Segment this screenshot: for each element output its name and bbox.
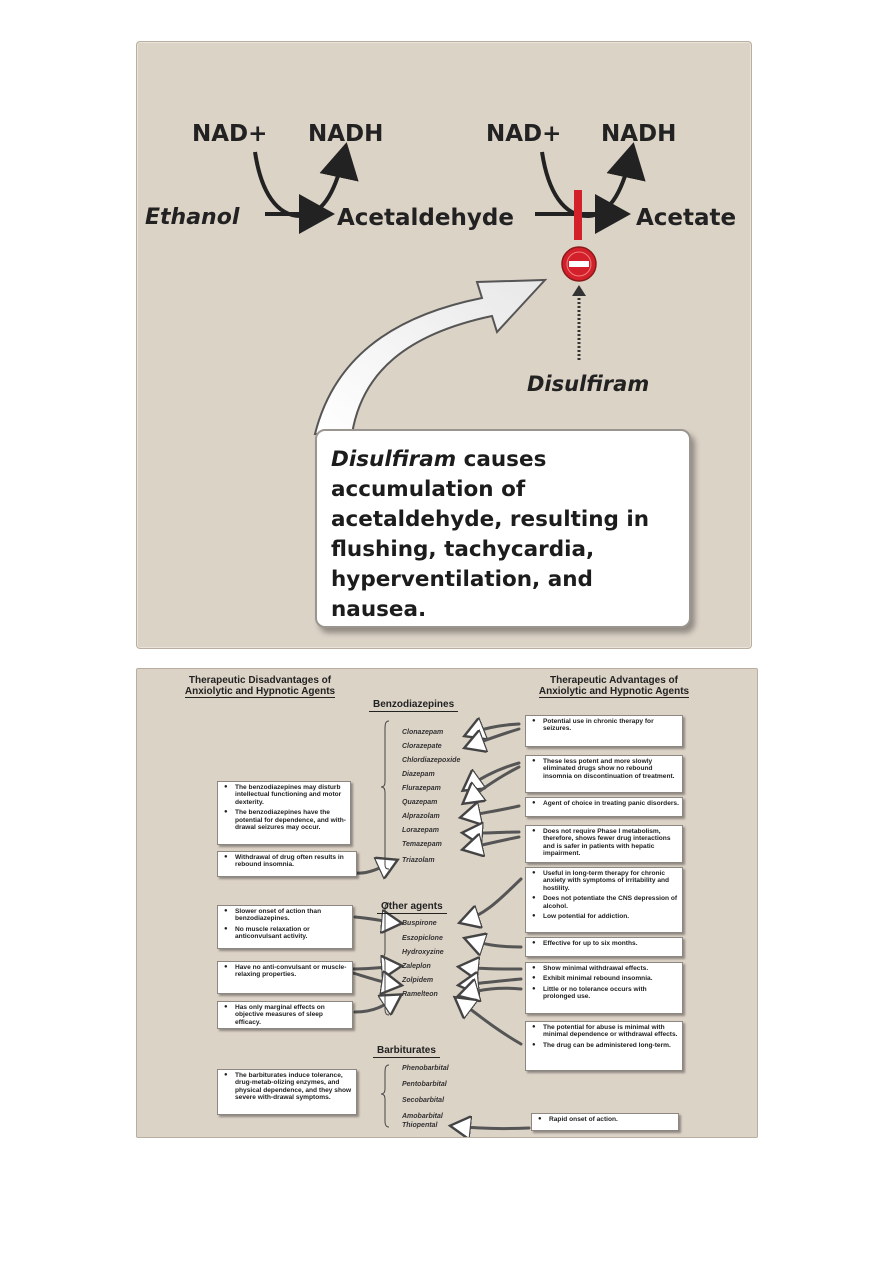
advantages-title-line2: Anxiolytic and Hypnotic Agents bbox=[538, 686, 690, 698]
advantage-item: These less potent and more slowly elimin… bbox=[531, 758, 679, 780]
advantage-box-thiopental: Rapid onset of action. bbox=[531, 1113, 679, 1131]
callout-body: causes accumulation of acetaldehyde, res… bbox=[331, 447, 650, 622]
advantage-item: Potential use in chronic therapy for sei… bbox=[531, 718, 679, 733]
disadvantage-box-ramelteon: Has only marginal effects on objective m… bbox=[217, 1001, 353, 1029]
drug-clorazepate: Clorazepate bbox=[402, 743, 442, 750]
drug-triazolam: Triazolam bbox=[402, 857, 435, 864]
advantage-item: Rapid onset of action. bbox=[537, 1116, 675, 1124]
nad-to-nadh-arrow-2 bbox=[540, 142, 646, 219]
advantages-header: Therapeutic Advantages of Anxiolytic and… bbox=[499, 675, 729, 698]
drug-phenobarbital: Phenobarbital bbox=[402, 1065, 449, 1072]
callout-drug: Disulfiram bbox=[331, 447, 457, 472]
drug-pentobarbital: Pentobarbital bbox=[402, 1081, 447, 1088]
advantage-box-buspirone: Useful in long-term therapy for chronic … bbox=[525, 867, 683, 933]
section-barbiturates: Barbiturates bbox=[373, 1045, 440, 1058]
disadvantage-item: Have no anti-convulsant or muscle-relaxi… bbox=[223, 964, 349, 979]
disulfiram-callout: Disulfiram causes accumulation of acetal… bbox=[315, 429, 691, 628]
drug-secobarbital: Secobarbital bbox=[402, 1097, 445, 1104]
advantage-item: Agent of choice in treating panic disord… bbox=[531, 800, 679, 808]
advantage-item: Effective for up to six months. bbox=[531, 940, 679, 948]
nad-plus-label-2: NAD+ bbox=[486, 121, 561, 147]
drug-eszopiclone: Eszopiclone bbox=[402, 935, 443, 942]
drug-temazepam: Temazepam bbox=[402, 841, 442, 848]
callout-arrow bbox=[313, 278, 548, 435]
section-benzodiazepines: Benzodiazepines bbox=[369, 699, 459, 712]
advantages-title-line1: Therapeutic Advantages of bbox=[550, 675, 678, 686]
drug-zaleplon: Zaleplon bbox=[402, 963, 431, 970]
advantage-item: Little or no tolerance occurs with prolo… bbox=[531, 986, 679, 1001]
disadvantage-box-barbiturates: The barbiturates induce tolerance, drug-… bbox=[217, 1069, 357, 1115]
advantage-box-eszopiclone: Effective for up to six months. bbox=[525, 937, 683, 957]
advantage-item: Exhibit minimal rebound insomnia. bbox=[531, 975, 679, 983]
disulfiram-mechanism-panel: NAD+ NADH NAD+ NADH Ethanol Acetaldehyde… bbox=[136, 41, 752, 649]
disadvantage-box-zaleplon-zolpidem: Have no anti-convulsant or muscle-relaxi… bbox=[217, 961, 353, 994]
drug-hydroxyzine: Hydroxyzine bbox=[402, 949, 444, 956]
nad-to-nadh-arrow-1 bbox=[253, 142, 359, 219]
section-other-agents: Other agents bbox=[377, 901, 447, 914]
drug-diazepam: Diazepam bbox=[402, 771, 435, 778]
advantage-item: Does not potentiate the CNS depression o… bbox=[531, 895, 679, 910]
advantage-item: The potential for abuse is minimal with … bbox=[531, 1024, 679, 1039]
callout-text: Disulfiram causes accumulation of acetal… bbox=[331, 445, 679, 625]
drug-alprazolam: Alprazolam bbox=[402, 813, 440, 820]
disadvantage-item: The barbiturates induce tolerance, drug-… bbox=[223, 1072, 353, 1102]
drug-quazepam: Quazepam bbox=[402, 799, 438, 806]
drug-buspirone: Buspirone bbox=[402, 920, 437, 927]
disadvantage-item: No muscle relaxation or anticonvulsant a… bbox=[223, 926, 349, 941]
advantage-box-zaleplon-zolpidem: Show minimal withdrawal effects. Exhibit… bbox=[525, 962, 683, 1014]
inhibition-icon bbox=[561, 246, 597, 282]
drug-flurazepam: Flurazepam bbox=[402, 785, 441, 792]
drug-thiopental: Thiopental bbox=[402, 1122, 438, 1129]
disadvantage-item: The benzodiazepines have the potential f… bbox=[223, 809, 347, 831]
advantage-item: Low potential for addiction. bbox=[531, 913, 679, 921]
inhibition-bar bbox=[574, 190, 582, 240]
drug-zolpidem: Zolpidem bbox=[402, 977, 434, 984]
drug-chlordiazepoxide: Chlordiazepoxide bbox=[402, 757, 461, 764]
advantage-box-ramelteon: The potential for abuse is minimal with … bbox=[525, 1021, 683, 1071]
nadh-label-1: NADH bbox=[308, 121, 383, 147]
drug-ramelteon: Ramelteon bbox=[402, 991, 438, 998]
barbiturate-brace bbox=[380, 1064, 390, 1128]
acetate-label: Acetate bbox=[636, 205, 736, 231]
advantage-item: Show minimal withdrawal effects. bbox=[531, 965, 679, 973]
disulfiram-label: Disulfiram bbox=[527, 372, 649, 396]
drug-lorazepam: Lorazepam bbox=[402, 827, 439, 834]
anxiolytic-hypnotic-panel: Therapeutic Disadvantages of Anxiolytic … bbox=[136, 668, 758, 1138]
dotted-arrow-head bbox=[572, 285, 586, 296]
disadvantage-box-buspirone: Slower onset of action than benzodiazepi… bbox=[217, 905, 353, 949]
advantage-item: Does not require Phase I metabolism, the… bbox=[531, 828, 679, 858]
disadvantage-item: Slower onset of action than benzodiazepi… bbox=[223, 908, 349, 923]
disadvantage-box-withdrawal: Withdrawal of drug often results in rebo… bbox=[217, 851, 357, 877]
disadvantages-title-line2: Anxiolytic and Hypnotic Agents bbox=[184, 686, 336, 698]
disadvantage-item: The benzodiazepines may disturb intellec… bbox=[223, 784, 347, 806]
nadh-label-2: NADH bbox=[601, 121, 676, 147]
disadvantages-header: Therapeutic Disadvantages of Anxiolytic … bbox=[145, 675, 375, 698]
advantage-box-rebound: These less potent and more slowly elimin… bbox=[525, 755, 683, 793]
metabolism-diagram: NAD+ NADH NAD+ NADH Ethanol Acetaldehyde… bbox=[145, 121, 736, 435]
connector-arrows bbox=[351, 669, 531, 1137]
nad-plus-label-1: NAD+ bbox=[192, 121, 267, 147]
benzodiazepine-brace bbox=[380, 720, 390, 870]
drug-clonazepam: Clonazepam bbox=[402, 729, 444, 736]
disadvantages-title-line1: Therapeutic Disadvantages of bbox=[188, 675, 332, 686]
advantage-box-seizures: Potential use in chronic therapy for sei… bbox=[525, 715, 683, 747]
advantage-box-panic: Agent of choice in treating panic disord… bbox=[525, 797, 683, 817]
advantage-box-phase1: Does not require Phase I metabolism, the… bbox=[525, 825, 683, 863]
advantage-item: The drug can be administered long-term. bbox=[531, 1042, 679, 1050]
advantage-item: Useful in long-term therapy for chronic … bbox=[531, 870, 679, 892]
ethanol-label: Ethanol bbox=[145, 205, 240, 230]
other-agents-brace bbox=[380, 902, 390, 1016]
disadvantage-item: Has only marginal effects on objective m… bbox=[223, 1004, 349, 1026]
acetaldehyde-label: Acetaldehyde bbox=[337, 205, 514, 231]
disadvantage-box-benzodiazepines: The benzodiazepines may disturb intellec… bbox=[217, 781, 351, 845]
disadvantage-item: Withdrawal of drug often results in rebo… bbox=[223, 854, 353, 869]
drug-amobarbital: Amobarbital bbox=[402, 1113, 443, 1120]
